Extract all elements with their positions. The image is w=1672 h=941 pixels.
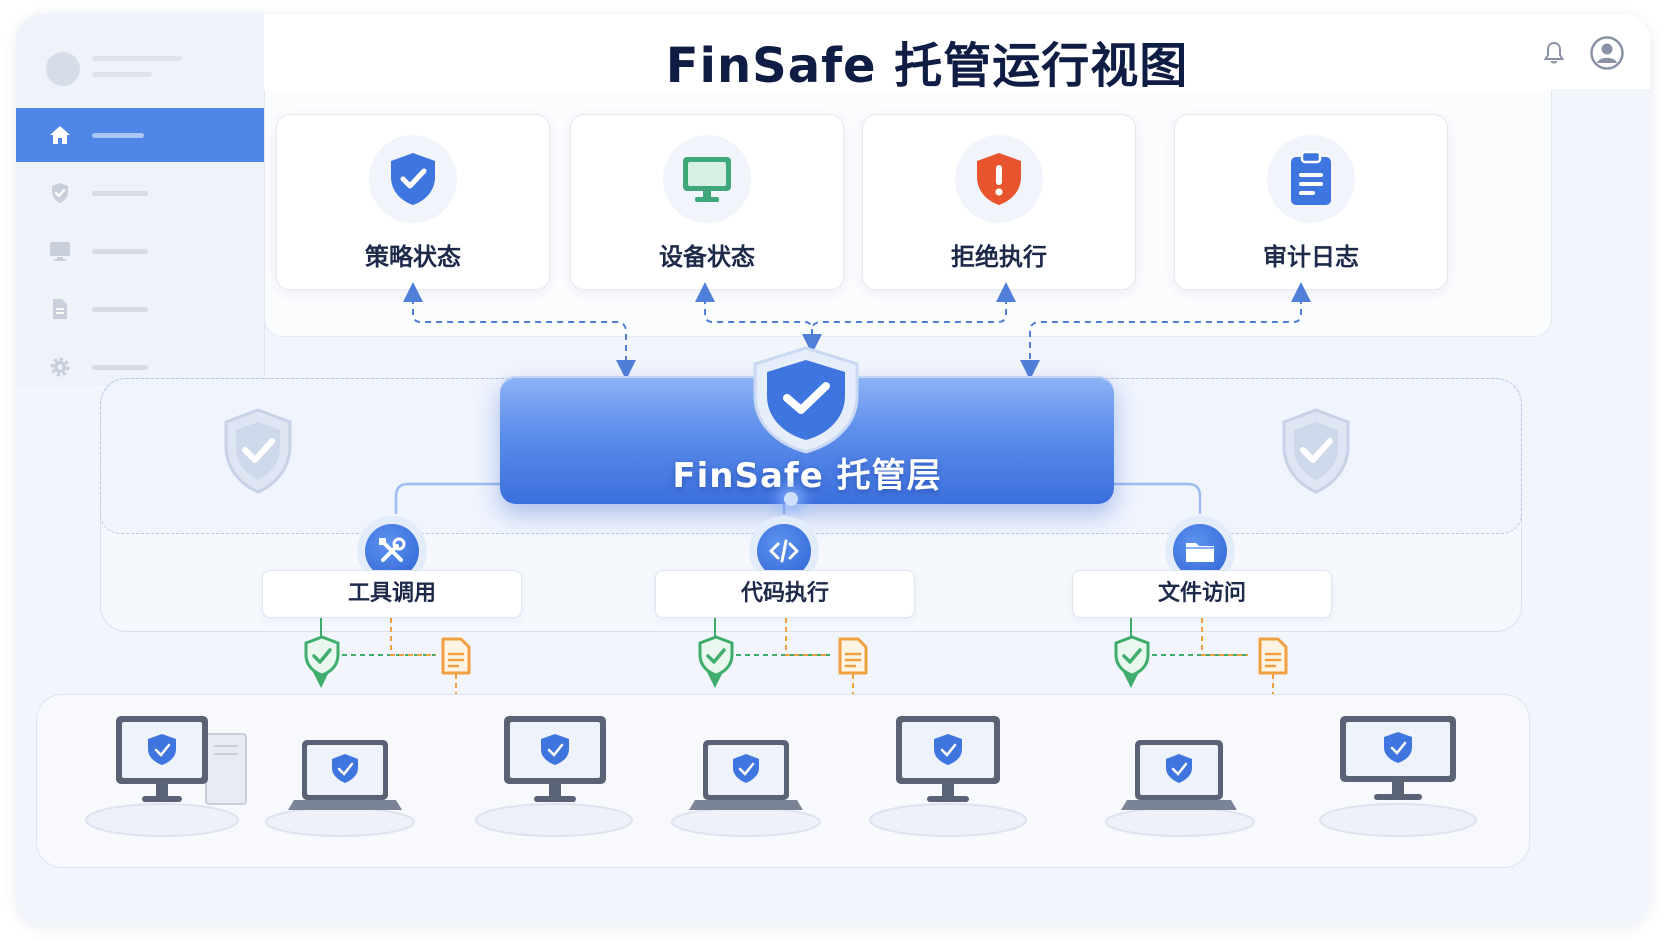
folder-icon: [1186, 543, 1214, 562]
alert-shield-icon: [977, 153, 1021, 205]
status-card-denied[interactable]: 拒绝执行: [862, 114, 1136, 290]
capability-label-files: 文件访问: [1072, 570, 1332, 618]
app-window: FinSafe 托管运行视图 策略状态: [16, 14, 1650, 926]
app-logo: [46, 52, 80, 86]
check-shield-icon: [304, 635, 340, 677]
sidebar-item-documents[interactable]: [16, 282, 264, 336]
code-icon: [769, 539, 799, 563]
status-card-audit[interactable]: 审计日志: [1174, 114, 1448, 290]
log-document-icon: [1258, 637, 1288, 675]
check-shield-icon: [1114, 635, 1150, 677]
laptop-device[interactable]: [264, 732, 416, 842]
clipboard-icon: [1291, 150, 1331, 205]
shield-check-icon: [224, 408, 292, 494]
app-name-placeholder: [92, 56, 182, 61]
gear-icon: [50, 357, 70, 377]
desktop-device[interactable]: [82, 712, 252, 842]
capability-label-code: 代码执行: [655, 570, 915, 618]
shield-check-icon: [1282, 408, 1350, 494]
status-card-label: 设备状态: [659, 243, 755, 271]
desktop-device[interactable]: [1314, 712, 1482, 842]
log-document-icon: [441, 637, 471, 675]
log-document-icon: [838, 637, 868, 675]
document-icon: [53, 299, 67, 319]
shield-check-icon: [391, 153, 435, 205]
laptop-device[interactable]: [670, 732, 822, 842]
sidebar-item-home[interactable]: [16, 108, 264, 162]
status-card-device[interactable]: 设备状态: [570, 114, 844, 290]
desktop-device[interactable]: [866, 712, 1030, 842]
check-shield-icon: [698, 635, 734, 677]
home-icon: [50, 126, 70, 144]
status-card-label: 拒绝执行: [951, 243, 1047, 271]
sidebar-item-settings[interactable]: [16, 340, 264, 394]
status-card-label: 策略状态: [365, 243, 461, 271]
shield-check-icon: [753, 346, 859, 454]
sidebar: [16, 14, 265, 386]
capability-label-tools: 工具调用: [262, 570, 522, 618]
status-card-policy[interactable]: 策略状态: [276, 114, 550, 290]
desktop-device[interactable]: [472, 712, 636, 842]
laptop-device[interactable]: [1104, 732, 1256, 842]
page-title: FinSafe 托管运行视图: [665, 38, 1189, 94]
monitor-icon: [683, 157, 731, 202]
bell-icon[interactable]: [1542, 40, 1566, 66]
sidebar-item-devices[interactable]: [16, 224, 264, 278]
hub-label: FinSafe 托管层: [672, 456, 942, 496]
tools-icon: [379, 537, 406, 562]
user-avatar-icon[interactable]: [1590, 36, 1624, 70]
sidebar-item-security[interactable]: [16, 166, 264, 220]
shield-check-icon: [52, 183, 68, 203]
status-card-label: 审计日志: [1263, 243, 1359, 271]
hub-glow: [784, 492, 798, 506]
monitor-icon: [50, 242, 70, 261]
app-subtitle-placeholder: [92, 72, 152, 77]
header: FinSafe 托管运行视图: [264, 14, 1650, 94]
